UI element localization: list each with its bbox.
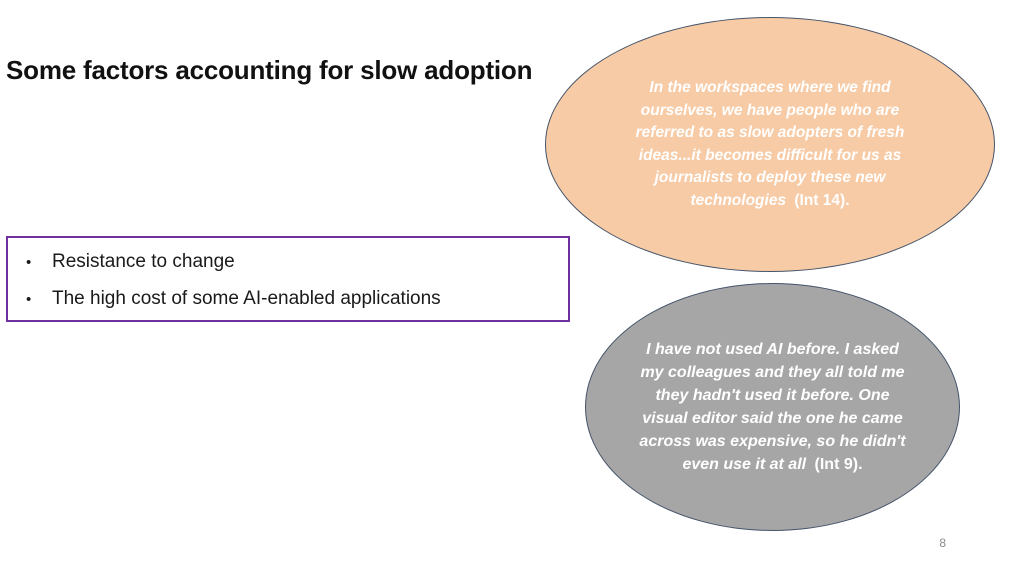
quote-bubble-slow-adopters: In the workspaces where we find ourselve… — [545, 17, 995, 272]
quote-bubble-not-used-ai: I have not used AI before. I asked my co… — [585, 283, 960, 531]
bullet-icon: • — [26, 254, 32, 271]
quote-text: In the workspaces where we find ourselve… — [614, 77, 926, 212]
factors-bullet-box: • Resistance to change • The high cost o… — [6, 236, 570, 322]
quote-body: In the workspaces where we find ourselve… — [635, 79, 905, 209]
quote-body: I have not used AI before. I asked my co… — [639, 341, 906, 473]
quote-text: I have not used AI before. I asked my co… — [639, 338, 907, 476]
page-number: 8 — [939, 536, 946, 550]
quote-citation: (Int 9). — [814, 456, 863, 473]
bullet-text-resistance: Resistance to change — [52, 251, 235, 272]
list-item: • The high cost of some AI-enabled appli… — [18, 281, 558, 318]
list-item: • Resistance to change — [18, 244, 558, 281]
bullet-icon: • — [26, 291, 32, 308]
slide-title: Some factors accounting for slow adoptio… — [6, 55, 533, 86]
quote-citation: (Int 14). — [794, 191, 850, 209]
bullet-text-high-cost: The high cost of some AI-enabled applica… — [52, 288, 441, 309]
